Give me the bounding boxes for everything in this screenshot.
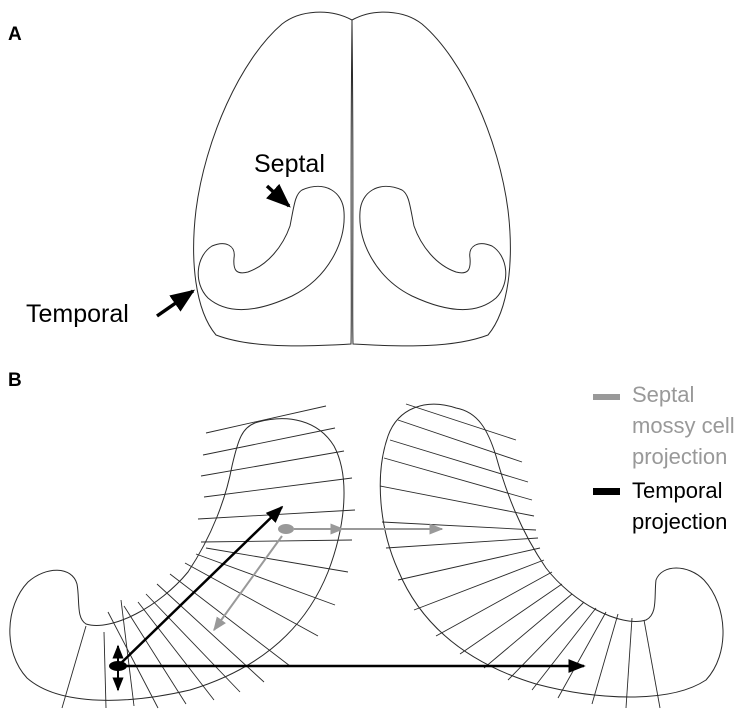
hatch-lines-right: [379, 403, 661, 709]
septal-arrow-temporal: [213, 535, 283, 632]
temporal-label: Temporal: [26, 300, 129, 328]
panel-a-label: A: [8, 24, 22, 45]
hippocampus-right: [359, 185, 507, 311]
temporal-projection: [109, 505, 586, 692]
legend: Septal mossy cell projection Temporal pr…: [593, 382, 735, 534]
temporal-arrow: [156, 289, 196, 318]
hippocampus-right-enlarged: [379, 403, 724, 698]
legend-swatch-temporal: [593, 488, 620, 495]
panel-a: A Septal Temporal: [8, 11, 511, 347]
legend-septal-line-2: mossy cell: [632, 413, 735, 438]
legend-swatch-septal: [593, 394, 620, 400]
panel-b-label: B: [8, 370, 22, 391]
hippocampus-left-enlarged: [9, 418, 345, 701]
brain-right-hemisphere: [351, 11, 511, 347]
legend-septal-line-3: projection: [632, 444, 727, 469]
hatch-lines-left: [61, 405, 356, 709]
legend-septal-line-1: Septal: [632, 382, 694, 407]
brain-left-hemisphere: [193, 11, 353, 347]
panel-b: B: [8, 370, 735, 709]
septal-arrow: [265, 183, 291, 208]
temporal-arrow-septal: [117, 505, 284, 667]
septal-cell-body: [278, 524, 294, 534]
legend-temporal-line-1: Temporal: [632, 478, 722, 503]
septal-label: Septal: [254, 150, 325, 178]
hippocampus-left: [197, 185, 345, 311]
legend-temporal-line-2: projection: [632, 509, 727, 534]
septal-projection: [213, 523, 444, 632]
